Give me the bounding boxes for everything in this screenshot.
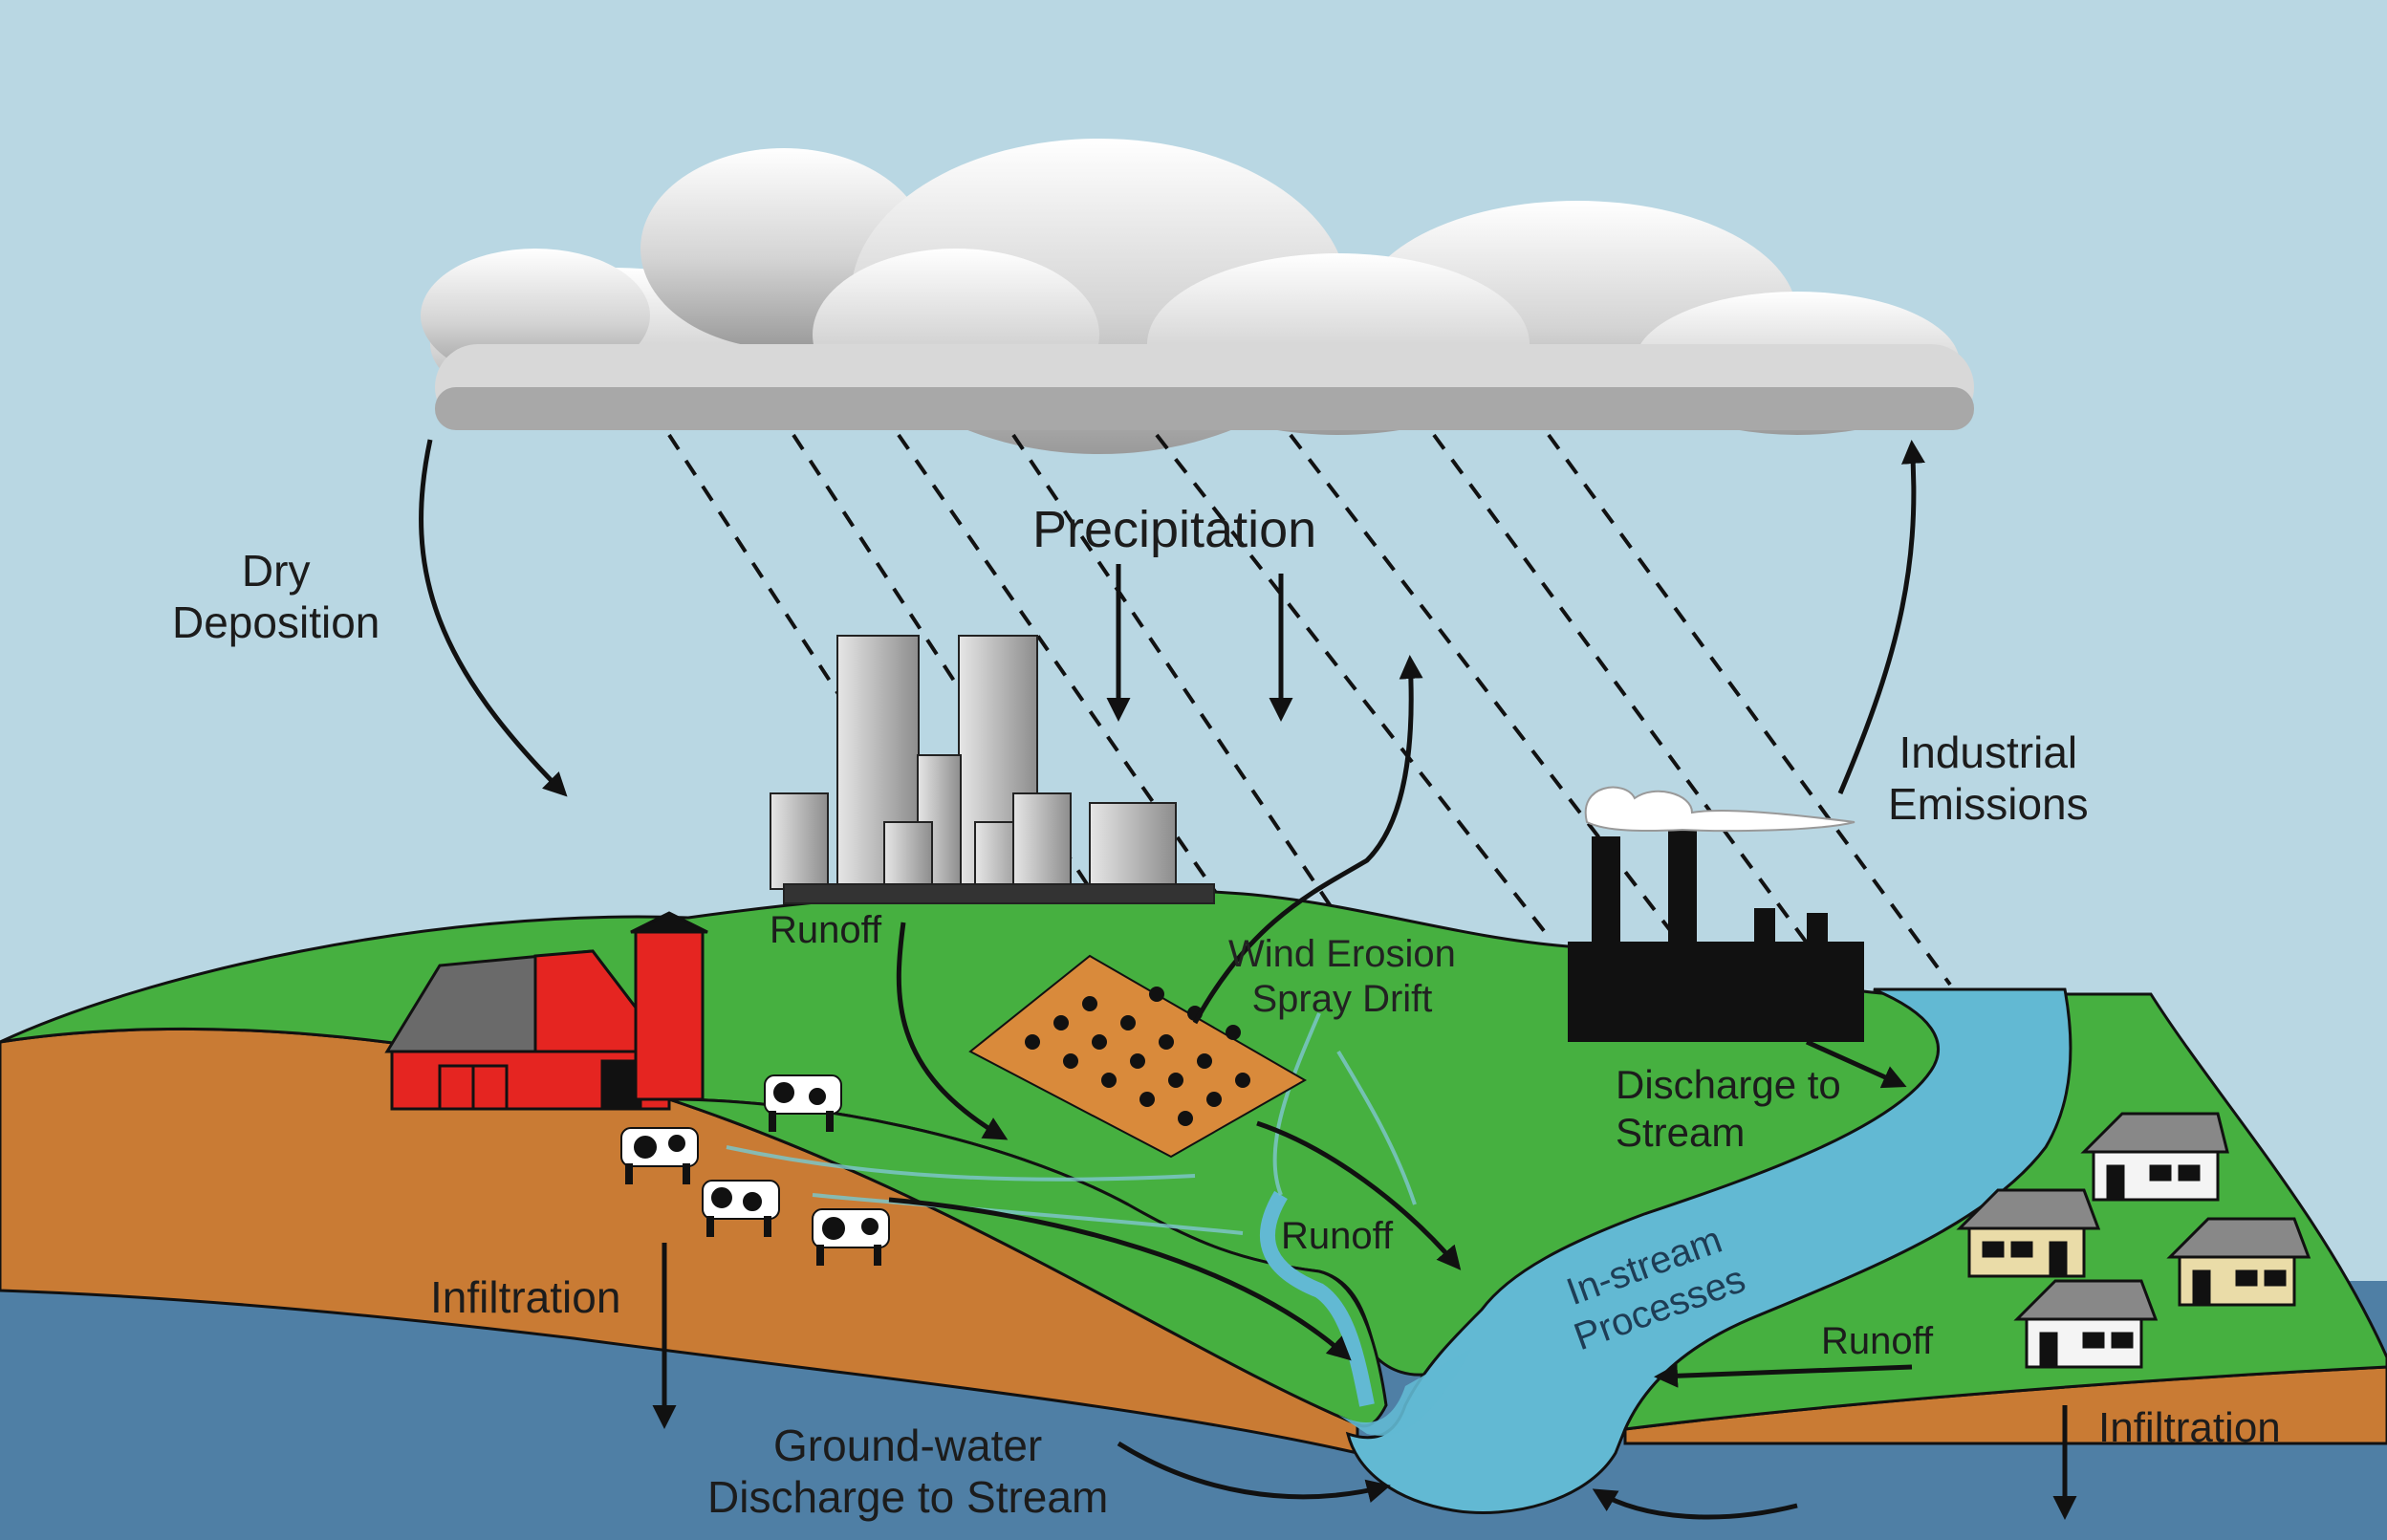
label-industrial-emissions: Industrial Emissions <box>1888 727 2089 830</box>
label-dry-deposition: Dry Deposition <box>172 546 380 648</box>
silo-icon <box>630 911 708 1101</box>
grass-lower-band <box>668 1097 1388 1428</box>
label-runoff-right: Runoff <box>1821 1320 1934 1362</box>
arrow-runoff-upper <box>896 922 1009 1140</box>
arrow-groundwater-right <box>1592 1488 1798 1520</box>
label-groundwater-discharge: Ground-water Discharge to Stream <box>707 1421 1109 1523</box>
label-discharge-to-stream: Discharge to Stream <box>1616 1062 1841 1155</box>
flow-arrows <box>419 439 2077 1520</box>
label-precipitation: Precipitation <box>1032 501 1317 558</box>
crop-field-icon <box>968 954 1308 1159</box>
cow-icon <box>620 1074 890 1266</box>
factory-icon <box>1568 827 1864 1042</box>
skyscraper-icon <box>770 635 1215 904</box>
arrow-pasture-runoff <box>888 1197 1352 1361</box>
label-runoff-upper: Runoff <box>770 909 882 951</box>
arrow-industrial-emissions <box>1837 440 1925 794</box>
tributary <box>1259 1190 1375 1407</box>
label-infiltration-right: Infiltration <box>2098 1404 2281 1451</box>
house-icon <box>1956 1112 2311 1369</box>
arrow-field-runoff <box>1256 1120 1462 1270</box>
label-infiltration-left: Infiltration <box>430 1272 621 1322</box>
label-wind-erosion: Wind Erosion Spray Drift <box>1228 933 1456 1021</box>
stream-channel <box>1338 1348 1472 1436</box>
arrow-groundwater-left <box>1117 1441 1391 1503</box>
arrow-house-runoff <box>1654 1363 1913 1388</box>
stream <box>1345 987 2072 1514</box>
arrow-dry-deposition <box>419 439 568 797</box>
arrow-discharge <box>1805 1039 1907 1089</box>
cloud-icon <box>421 139 1974 454</box>
smoke-icon <box>1584 786 1855 833</box>
label-runoff-middle: Runoff <box>1281 1215 1394 1257</box>
arrow-wind-erosion <box>1192 655 1423 1025</box>
